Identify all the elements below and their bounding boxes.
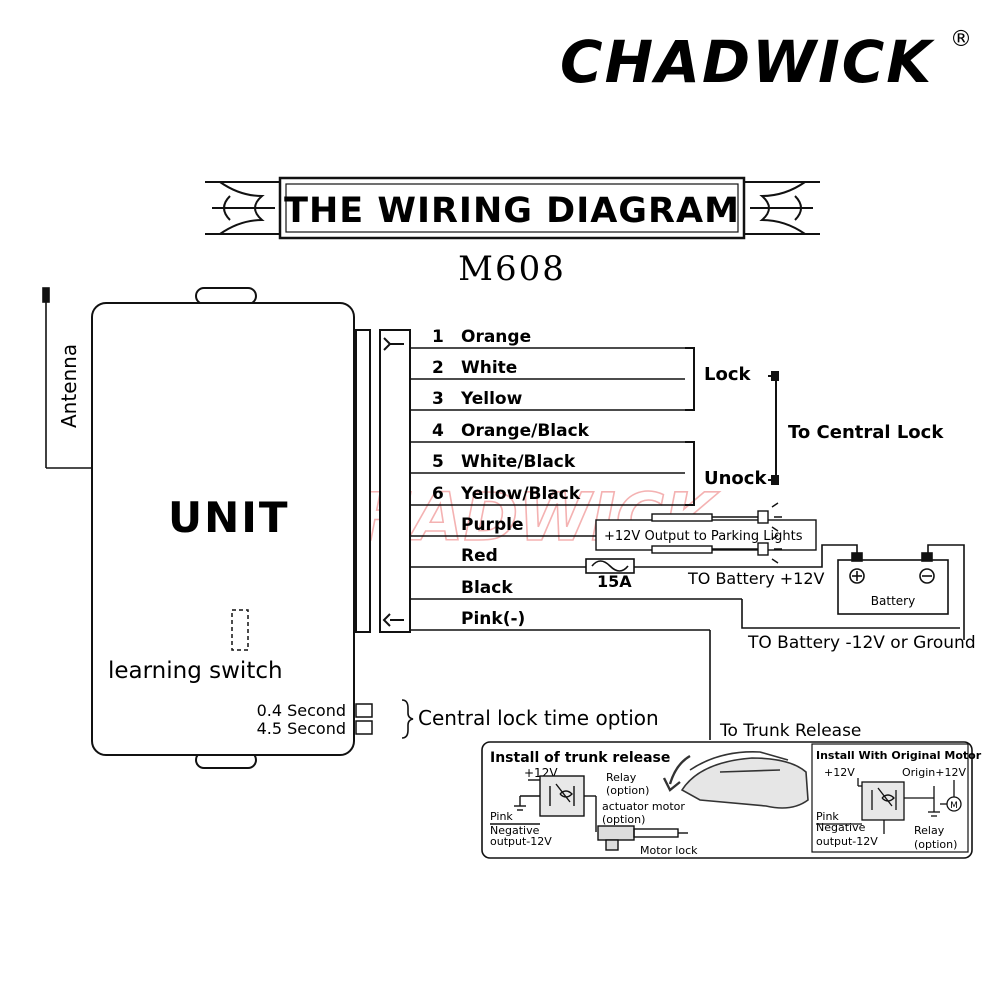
unit-label: UNIT (168, 493, 290, 542)
lock-label: Lock (704, 364, 752, 385)
original-panel-title: Install With Original Motor (816, 749, 982, 762)
battery-label: Battery (871, 594, 915, 608)
wire-color-1: Orange (461, 327, 531, 347)
time-brace (401, 699, 414, 739)
trunk-panel-title: Install of trunk release (490, 750, 670, 766)
wire-color-pink: Pink(-) (461, 609, 525, 629)
original-plus12: +12V (824, 766, 855, 779)
original-relay-2: (option) (914, 838, 957, 851)
trunk-actuator-1: actuator motor (602, 800, 685, 813)
motor-symbol: M (950, 801, 958, 811)
wire-connector (355, 329, 411, 633)
wire-number-6: 6 (432, 484, 444, 504)
trunk-pink: Pink (490, 810, 513, 823)
wire-number-3: 3 (432, 389, 444, 409)
central-lock-label: To Central Lock (788, 422, 944, 443)
original-negative-1: Negative (816, 821, 866, 834)
wire-color-black: Black (461, 578, 513, 598)
time-jumper-0-4[interactable] (355, 703, 373, 718)
original-relay-1: Relay (914, 824, 945, 837)
trunk-relay-2: (option) (606, 784, 649, 797)
original-negative-2: output-12V (816, 835, 878, 848)
wire-number-4: 4 (432, 421, 444, 441)
wire-number-2: 2 (432, 358, 444, 378)
car-illustration (662, 751, 809, 809)
parking-lights-label: +12V Output to Parking Lights (604, 529, 803, 544)
fuse (585, 558, 635, 574)
wire-number-1: 1 (432, 327, 444, 347)
trunk-negative-2: output-12V (490, 835, 552, 848)
group-brackets (685, 347, 779, 506)
registered-mark: ® (950, 27, 972, 52)
wire-color-red: Red (461, 546, 498, 566)
original-pink: Pink (816, 810, 839, 823)
brand-logo: CHADWICK (560, 28, 935, 96)
original-motor-panel: Install With Original Motor +12V Origin+… (811, 743, 982, 853)
wire-color-6: Yellow/Black (460, 484, 581, 504)
original-origin-label: Origin+12V (902, 766, 966, 779)
diagram-title: THE WIRING DIAGRAM (284, 191, 740, 231)
wire-color-purple: Purple (461, 515, 523, 535)
trunk-motor-lock: Motor lock (640, 844, 698, 857)
wire-labels: 1 Orange 2 White 3 Yellow 4 Orange/Black… (432, 327, 590, 629)
trunk-negative-1: Negative (490, 824, 540, 837)
model-number: M608 (458, 249, 566, 289)
wire-color-3: Yellow (460, 389, 523, 409)
battery-positive-label: TO Battery +12V (687, 569, 825, 588)
unit-box (91, 287, 355, 769)
trunk-install-panel: Install of trunk release +12V Relay (opt… (490, 750, 698, 857)
time-option-label: Central lock time option (418, 706, 659, 730)
battery (741, 544, 965, 640)
time-option-0-4: 0.4 Second (257, 701, 346, 720)
parking-lights-output (595, 502, 817, 564)
wire-color-5: White/Black (461, 452, 576, 472)
learning-switch[interactable] (231, 609, 249, 651)
title-banner (205, 176, 820, 240)
trunk-release-label: To Trunk Release (719, 721, 861, 741)
fuse-label: 15A (597, 572, 632, 591)
wire-color-2: White (461, 358, 517, 378)
trunk-relay-1: Relay (606, 771, 637, 784)
time-option-4-5: 4.5 Second (257, 719, 346, 738)
unlock-label: Unock (704, 468, 767, 489)
wire-color-4: Orange/Black (461, 421, 590, 441)
learning-switch-label: learning switch (108, 658, 283, 684)
antenna-wire (42, 287, 92, 469)
wire-number-5: 5 (432, 452, 444, 472)
battery-negative-label: TO Battery -12V or Ground (747, 633, 976, 653)
wire-lines (410, 347, 760, 631)
time-jumper-4-5[interactable] (355, 720, 373, 735)
antenna-label: Antenna (57, 344, 81, 428)
trunk-actuator-2: (option) (602, 813, 645, 826)
